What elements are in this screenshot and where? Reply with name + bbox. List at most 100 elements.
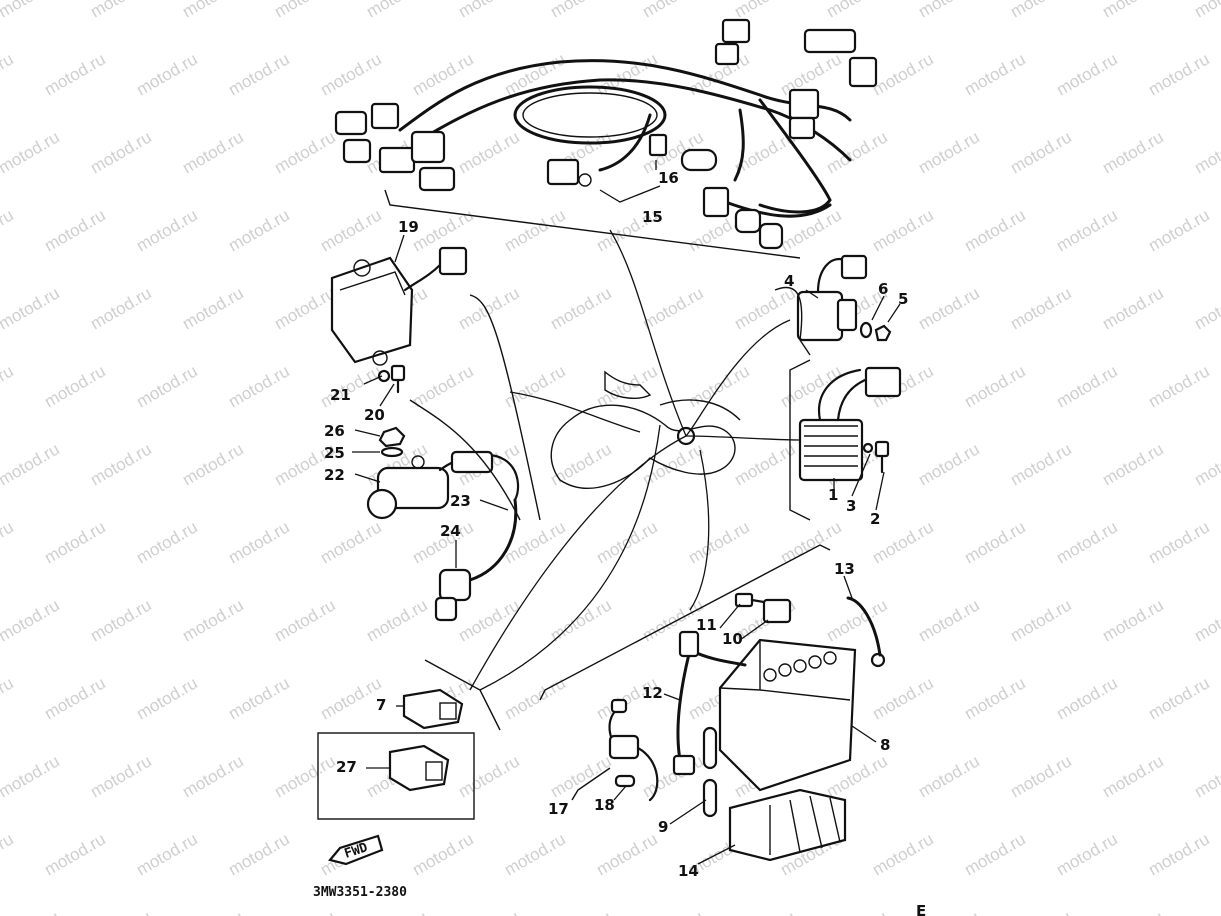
watermark-text: motod.ru [639,283,707,333]
watermark-text: motod.ru [317,517,385,567]
bracket-1 [789,359,811,521]
watermark-text: motod.ru [225,517,293,567]
watermark-text: motod.ru [87,0,155,21]
bolt-2[interactable] [874,440,890,474]
watermark-text: motod.ru [685,517,753,567]
watermark-text: motod.ru [363,907,431,916]
watermark-text: motod.ru [41,361,109,411]
watermark-text: motod.ru [409,49,477,99]
callout-24: 24 [440,522,461,540]
callout-7: 7 [376,696,386,714]
watermark-text: motod.ru [363,595,431,645]
lead-to-4 [685,319,791,437]
callout-12: 12 [642,684,663,702]
watermark-text: motod.ru [409,361,477,411]
watermark-text: motod.ru [179,0,247,21]
watermark-text: motod.ru [133,49,201,99]
regulator-19[interactable] [330,246,468,366]
watermark-text: motod.ru [455,907,523,916]
relay-4[interactable] [796,254,868,342]
callout-6: 6 [878,280,888,298]
watermark-text: motod.ru [133,517,201,567]
watermark-text: motod.ru [731,0,799,21]
callout-5: 5 [898,290,908,308]
rectifier-1[interactable] [798,366,902,482]
watermark-text: motod.ru [1191,0,1221,21]
cable-12[interactable] [672,630,747,776]
fuse-18[interactable] [614,774,636,788]
watermark-text: motod.ru [1007,283,1075,333]
watermark-text: motod.ru [179,127,247,177]
callout-23: 23 [450,492,471,510]
washer-6[interactable] [859,321,873,339]
cable-23[interactable] [468,498,518,582]
starter-relay-22[interactable] [366,450,520,520]
bolt-11[interactable] [734,592,766,608]
watermark-text: motod.ru [87,595,155,645]
callout-22: 22 [324,466,345,484]
washer-3[interactable] [862,442,874,454]
watermark-text: motod.ru [179,439,247,489]
watermark-text: motod.ru [1099,907,1167,916]
callout-1: 1 [828,486,838,504]
callout-25: 25 [324,444,345,462]
leader-lines [352,160,901,865]
watermark-text: motod.ru [1007,0,1075,21]
box-27 [317,732,475,820]
watermark-text: motod.ru [455,595,523,645]
watermark-text: motod.ru [915,283,983,333]
lead-to-7 [469,435,687,691]
battery-8[interactable] [718,638,857,792]
nut-5[interactable] [874,324,892,342]
bolt-20[interactable] [390,364,406,394]
watermark-text: motod.ru [271,0,339,21]
cable-13[interactable] [846,596,882,657]
watermark-text: motod.ru [731,907,799,916]
watermark-text: motod.ru [455,127,523,177]
nut-26[interactable] [378,426,406,448]
callout-21: 21 [330,386,351,404]
watermark-text: motod.ru [317,205,385,255]
plug-cap-24[interactable] [434,568,472,622]
washer-21[interactable] [377,369,391,383]
watermark-text: motod.ru [1099,439,1167,489]
washer-25[interactable] [380,446,404,458]
watermark-text: motod.ru [225,673,293,723]
watermark-text: motod.ru [133,361,201,411]
watermark-text: motod.ru [271,595,339,645]
watermark-text: motod.ru [1145,361,1213,411]
watermark-text: motod.ru [87,907,155,916]
cover-14[interactable] [728,788,847,862]
watermark-text: motod.ru [0,49,17,99]
watermark-text: motod.ru [731,127,799,177]
bracket-19 [469,294,541,521]
callout-15: 15 [642,208,663,226]
watermark-text: motod.ru [225,49,293,99]
watermark-text: motod.ru [1191,595,1221,645]
watermark-text: motod.ru [133,829,201,879]
fwd-arrow-icon: FWD [328,834,384,866]
watermark-text: motod.ru [501,673,569,723]
fuse-17[interactable] [608,698,659,802]
wire-harness[interactable] [334,18,878,259]
fwd-label: FWD [343,840,370,862]
bracket-10[interactable] [762,598,792,624]
watermark-text: motod.ru [1053,517,1121,567]
watermark-text: motod.ru [869,205,937,255]
watermark-text: motod.ru [363,0,431,21]
watermark-text: motod.ru [1099,595,1167,645]
watermark-text: motod.ru [731,283,799,333]
relay-27[interactable] [388,744,450,792]
watermark-text: motod.ru [179,907,247,916]
callout-16: 16 [658,169,679,187]
relay-7[interactable] [402,688,464,730]
watermark-text: motod.ru [639,907,707,916]
watermark-text: motod.ru [869,673,937,723]
watermark-text: motod.ru [133,673,201,723]
watermark-text: motod.ru [1145,205,1213,255]
watermark-text: motod.ru [317,361,385,411]
watermark-text: motod.ru [547,751,615,801]
tube-9[interactable] [702,726,718,818]
callout-20: 20 [364,406,385,424]
